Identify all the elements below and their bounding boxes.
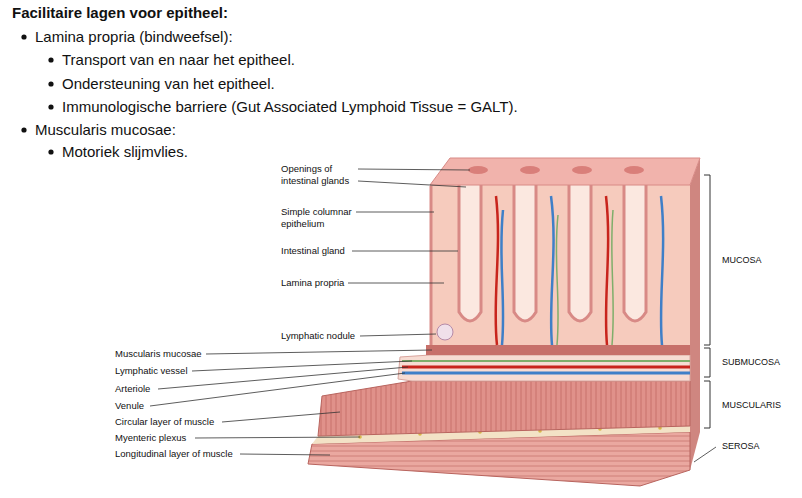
- part-label: Intestinal gland: [281, 245, 345, 257]
- bullet-text: Ondersteuning van het epitheel.: [62, 75, 275, 93]
- part-label: Lymphatic vessel: [115, 365, 188, 377]
- circular-muscle: [318, 381, 690, 436]
- slide-title: Facilitaire lagen voor epitheel:: [12, 4, 228, 22]
- layer-brackets: [704, 175, 710, 428]
- block-side: [690, 158, 700, 470]
- part-label: Arteriole: [115, 383, 150, 395]
- part-label: Longitudinal layer of muscle: [115, 448, 233, 460]
- mucosa-top: [430, 158, 700, 185]
- lymphatic-nodule: [437, 324, 453, 340]
- bullet-text: Motoriek slijmvlies.: [62, 143, 188, 161]
- bullet-text: Transport van en naar het epitheel.: [62, 51, 295, 69]
- part-label: Simple columnar epithelium: [281, 206, 355, 230]
- gland-openings: [468, 166, 644, 174]
- layer-label: MUSCULARIS: [722, 399, 781, 411]
- muscularis-mucosae: [426, 345, 690, 355]
- arteriole: [402, 366, 690, 369]
- bullet-text: Muscularis mucosae:: [35, 121, 176, 139]
- surface-epithelium: [430, 186, 433, 345]
- part-label: Lamina propria: [281, 277, 344, 289]
- layer-label: MUCOSA: [722, 254, 762, 266]
- part-label: Circular layer of muscle: [115, 416, 214, 428]
- mucosa-front: [430, 185, 690, 345]
- venule: [402, 372, 690, 375]
- part-label: Muscularis mucosae: [115, 348, 202, 360]
- part-label: Lymphatic nodule: [281, 330, 355, 342]
- part-label: Myenteric plexus: [115, 432, 186, 444]
- lymph-vessel: [402, 360, 690, 362]
- leader-lines: [150, 169, 716, 462]
- submucosa: [398, 355, 690, 381]
- part-label: Openings of intestinal glands: [281, 163, 357, 187]
- intestinal-glands: [459, 185, 646, 321]
- layer-label: SUBMUCOSA: [722, 356, 780, 368]
- layer-label: SEROSA: [722, 440, 760, 452]
- bullet-text: Lamina propria (bindweefsel):: [35, 28, 233, 46]
- part-label: Venule: [115, 400, 144, 412]
- bullet-text: Immunologische barriere (Gut Associated …: [62, 98, 518, 116]
